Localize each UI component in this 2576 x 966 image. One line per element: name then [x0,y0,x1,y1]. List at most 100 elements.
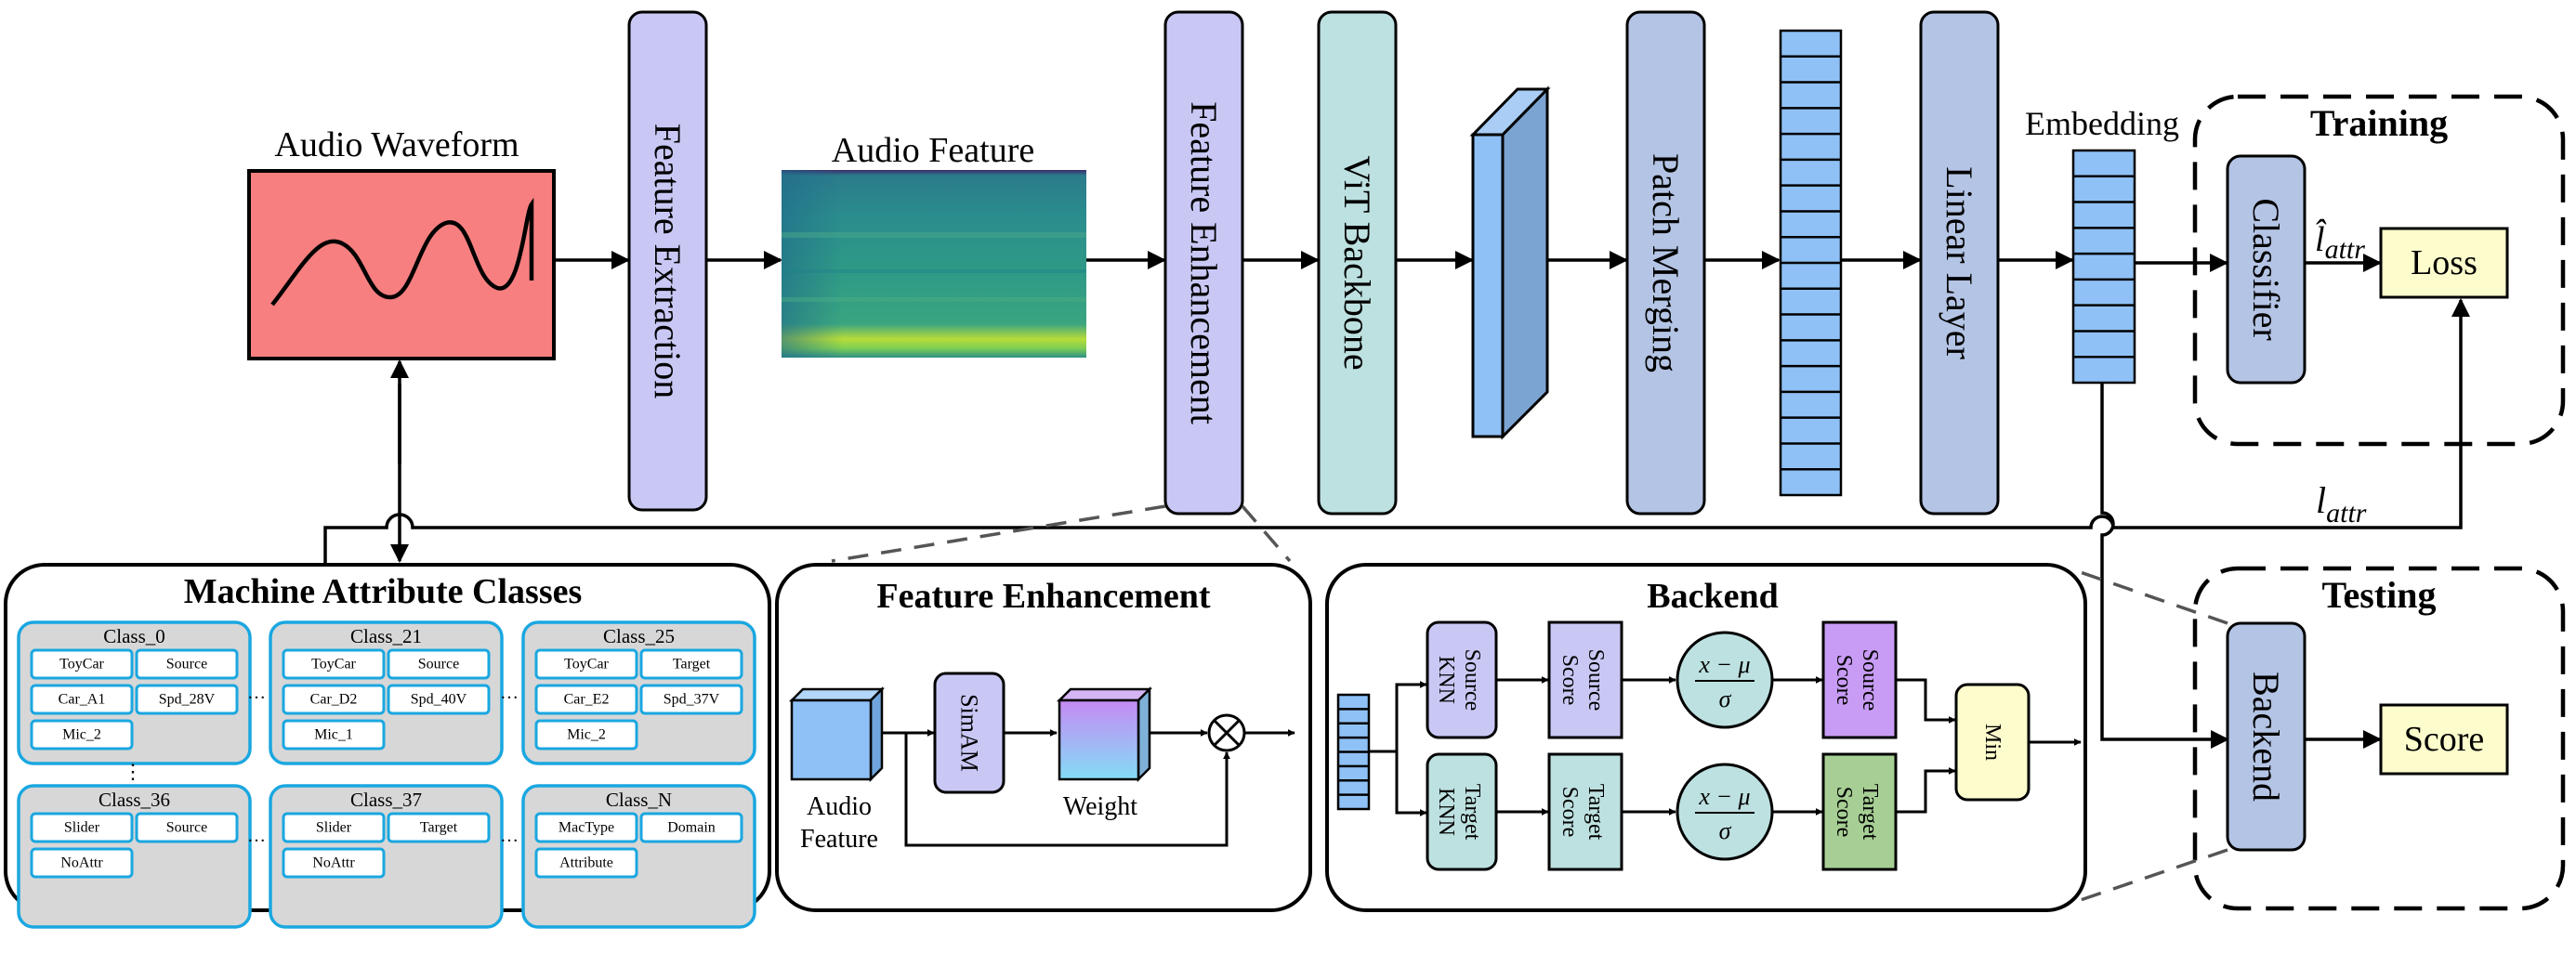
attribute-tag [534,648,638,680]
source-score-normalized-label: SourceScore [1832,649,1882,711]
testing-region [2192,566,2566,911]
attribute-tag-label: Spd_40V [411,692,467,708]
classifier-label: Classifier [2245,198,2287,340]
class-name: Class_25 [603,625,675,647]
attribute-tag-label: Slider [316,820,352,836]
score-label: Score [2404,720,2485,759]
attribute-tag [282,812,386,843]
testing-title: Testing [2321,574,2436,616]
attribute-tag [30,812,134,843]
class-vdots: ⋮ [123,760,143,783]
predicted-attr-label: l̂attr [2315,218,2365,265]
fe-audio-feature-label-2: Feature [800,825,878,854]
attribute-tag [30,684,134,715]
testing-backend-block [2226,621,2307,852]
classifier-block [2226,154,2307,385]
attribute-tag [534,684,638,715]
testing-backend-label: Backend [2245,672,2287,802]
attribute-tag-label: ToyCar [311,657,356,672]
attribute-tag [534,847,638,879]
waveform-box [247,169,556,360]
attribute-tag [534,812,638,843]
attribute-tag [534,719,638,751]
arrow-target-to-min [1896,767,1956,814]
machine-attributes-title: Machine Attribute Classes [184,572,583,611]
zoom-line-enhancement-left [831,504,1166,563]
attribute-tag [30,847,134,879]
source-norm-denominator: σ [1719,685,1732,712]
class-ellipsis-3: … [247,826,266,846]
embedding-token-outline [2071,149,2136,385]
attribute-label-path [323,298,2470,567]
score-block [2379,703,2509,776]
attr-label-symbol: lattr [2316,479,2367,529]
attribute-tag-label: Spd_37V [664,692,720,708]
backend-split-arrows [1369,681,1427,753]
target-score-normalized-label: TargetScore [1832,784,1882,841]
fe-audio-feature-label-1: Audio [807,792,872,821]
backend-split-arrows-lower [1395,751,1427,816]
patch-merging-label: Patch Merging [1645,153,1687,372]
waveform-icon [270,197,534,307]
class-name: Class_37 [350,789,422,811]
zoom-line-backend-bottom [2071,848,2228,905]
source-score-label: SourceScore [1557,649,1608,711]
class-ellipsis-1: … [247,683,266,703]
attribute-tag [30,719,134,751]
attribute-tag [135,684,239,715]
target-knn-label: TargetKNN [1434,784,1484,841]
weight-label: Weight [1063,792,1137,821]
attribute-tag [639,684,743,715]
target-score-label: TargetScore [1557,784,1608,841]
target-score-block [1547,752,1623,871]
attribute-tag-label: ToyCar [59,657,104,672]
attribute-tag-label: Car_E2 [564,692,610,708]
fe-skip-connection [904,733,1230,847]
attribute-tag-label: Domain [667,820,716,836]
class-name: Class_36 [99,789,170,811]
target-score-normalized-block [1821,752,1898,871]
target-norm-numerator: x − μ [1698,783,1750,810]
audio-feature-label: Audio Feature [832,131,1034,170]
attribute-tag-label: Car_A1 [59,692,106,708]
multiply-icon-stroke-2 [1212,718,1242,748]
merged-token-stack [1779,29,1843,497]
vit-backbone-block [1317,10,1398,516]
linear-layer-label: Linear Layer [1939,166,1980,359]
attribute-tag [387,812,491,843]
attribute-tag-label: Source [418,657,459,672]
audio-waveform-label: Audio Waveform [274,125,519,164]
attribute-tag-label: Attribute [559,855,613,871]
arrow-source-to-min [1896,678,1956,724]
loss-label: Loss [2411,243,2477,282]
zoom-line-backend-top [2071,568,2228,625]
attribute-tag-label: Slider [64,820,100,836]
target-norm-denominator: σ [1719,817,1732,844]
attribute-tag [387,648,491,680]
attribute-tag-label: Car_D2 [310,692,358,708]
attribute-tag [639,648,743,680]
attribute-tag-label: Target [420,820,458,836]
attribute-tag-label: NoAttr [312,855,355,871]
feature-enhancement-panel-title: Feature Enhancement [876,577,1211,616]
attribute-tag-label: Spd_28V [159,692,216,708]
attribute-tag [639,812,743,843]
feature-enhancement-label: Feature Enhancement [1183,101,1225,424]
feature-enhancement-panel [775,563,1312,912]
zoom-line-enhancement-right [1241,504,1292,563]
attribute-tag [282,684,386,715]
attribute-tag [282,719,386,751]
embedding-label: Embedding [2025,105,2179,142]
attribute-tag-label: Source [166,820,207,836]
attribute-tag [282,847,386,879]
class-name: Class_21 [350,625,422,647]
attribute-tag-label: Mic_2 [567,727,606,743]
patch-merging-block [1625,10,1706,516]
